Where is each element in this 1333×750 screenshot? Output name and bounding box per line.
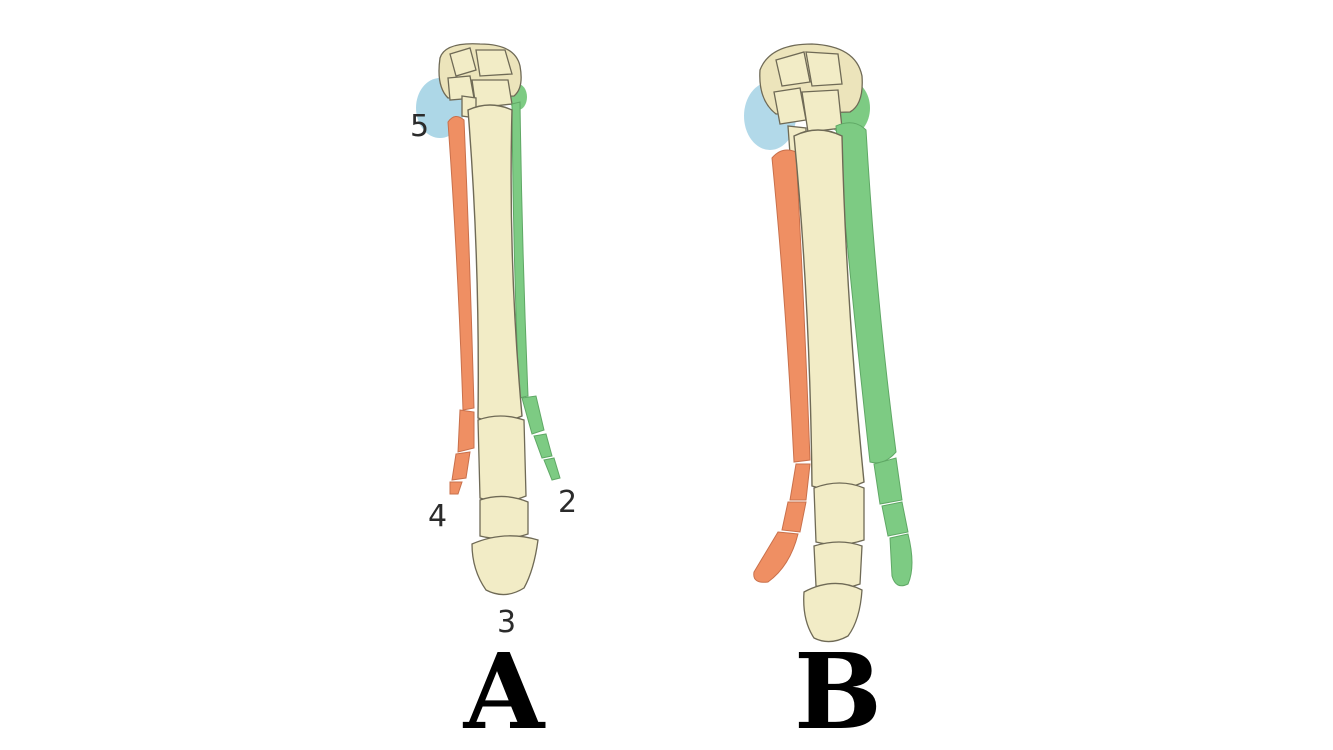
panel-a-digit-3 — [471, 415, 539, 596]
panel-a-digit-4 — [449, 409, 475, 495]
panel-a-label-3: 3 — [497, 605, 516, 640]
panel-a-digit-2 — [521, 395, 561, 481]
panel-b-digit-3 — [803, 482, 865, 643]
panel-a-label-2: 2 — [558, 485, 577, 520]
panel-a-label-5: 5 — [410, 109, 429, 144]
panel-b-digit-4 — [753, 463, 811, 583]
panel-a-carpals — [438, 43, 522, 119]
panel-a-metacarpal-2 — [511, 101, 529, 399]
panel-a-label-4: 4 — [428, 499, 447, 534]
panel-a-limb: 5 4 2 3 A — [410, 43, 577, 750]
panel-b-metacarpal-4 — [771, 149, 811, 463]
panel-b-carpals — [759, 43, 863, 157]
panel-b-title: B — [794, 630, 882, 750]
panel-b-metacarpal-2 — [835, 122, 897, 464]
panel-b-metacarpal-3 — [793, 129, 865, 490]
panel-b-limb: B — [744, 43, 913, 750]
panel-a-metacarpal-3 — [467, 104, 523, 423]
panel-b-digit-2 — [873, 457, 913, 587]
panel-a-title: A — [463, 630, 546, 750]
panel-a-metacarpal-4 — [447, 116, 475, 411]
